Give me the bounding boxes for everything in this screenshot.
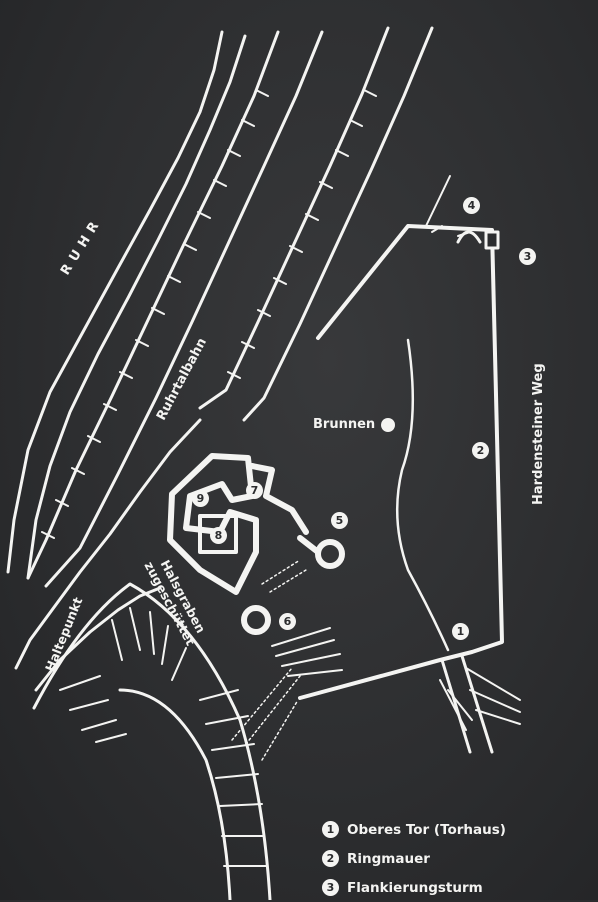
marker-6: 6 <box>279 613 296 630</box>
legend-item: 1 Oberes Tor (Torhaus) <box>322 815 592 844</box>
railway-strip-1 <box>26 30 280 580</box>
legend-label: Ringmauer <box>347 850 430 867</box>
marker-9: 9 <box>192 490 209 507</box>
legend-item: 2 Ringmauer <box>322 844 592 873</box>
round-tower-5 <box>315 539 345 569</box>
map-legend: 1 Oberes Tor (Torhaus) 2 Ringmauer 3 Fla… <box>322 815 592 902</box>
marker-1: 1 <box>452 623 469 640</box>
marker-5: 5 <box>331 512 348 529</box>
railway-strip-2 <box>44 30 324 588</box>
marker-3: 3 <box>519 248 536 265</box>
fan-hatching <box>271 627 343 677</box>
outer-wall <box>298 224 504 700</box>
round-tower-6 <box>241 605 271 635</box>
moat-inner <box>118 688 232 900</box>
slope-curve <box>395 338 450 652</box>
marker-2: 2 <box>472 442 489 459</box>
legend-label: Oberes Tor (Torhaus) <box>347 821 506 838</box>
railway-strip-4 <box>242 26 434 422</box>
moat-hatching <box>59 607 267 867</box>
well-label: Brunnen <box>313 417 376 432</box>
dotted-passage-2 <box>261 559 307 593</box>
flanking-tower <box>484 230 500 250</box>
upper-gate-passage <box>440 654 494 754</box>
marker-8: 8 <box>210 527 227 544</box>
well-dot <box>381 418 395 432</box>
marker-7: 7 <box>246 482 263 499</box>
slope-hatching <box>439 667 521 731</box>
moat-mound <box>32 582 272 900</box>
terrain-line-2 <box>34 586 162 692</box>
legend-number: 3 <box>322 879 339 896</box>
castle-core <box>167 453 321 595</box>
legend-item: 3 Flankierungsturm <box>322 873 592 902</box>
legend-number: 1 <box>322 821 339 838</box>
railway-strip-3 <box>198 26 390 410</box>
river-bank-left <box>6 30 224 574</box>
terrain-line-1 <box>14 418 202 670</box>
river-bank-right <box>26 34 247 580</box>
road-label: Hardensteiner Weg <box>531 363 546 505</box>
legend-number: 2 <box>322 850 339 867</box>
tower-4-arc <box>456 230 482 244</box>
legend-label: Flankierungsturm <box>347 879 483 896</box>
marker-4: 4 <box>463 197 480 214</box>
embankment-hatching <box>41 89 377 539</box>
